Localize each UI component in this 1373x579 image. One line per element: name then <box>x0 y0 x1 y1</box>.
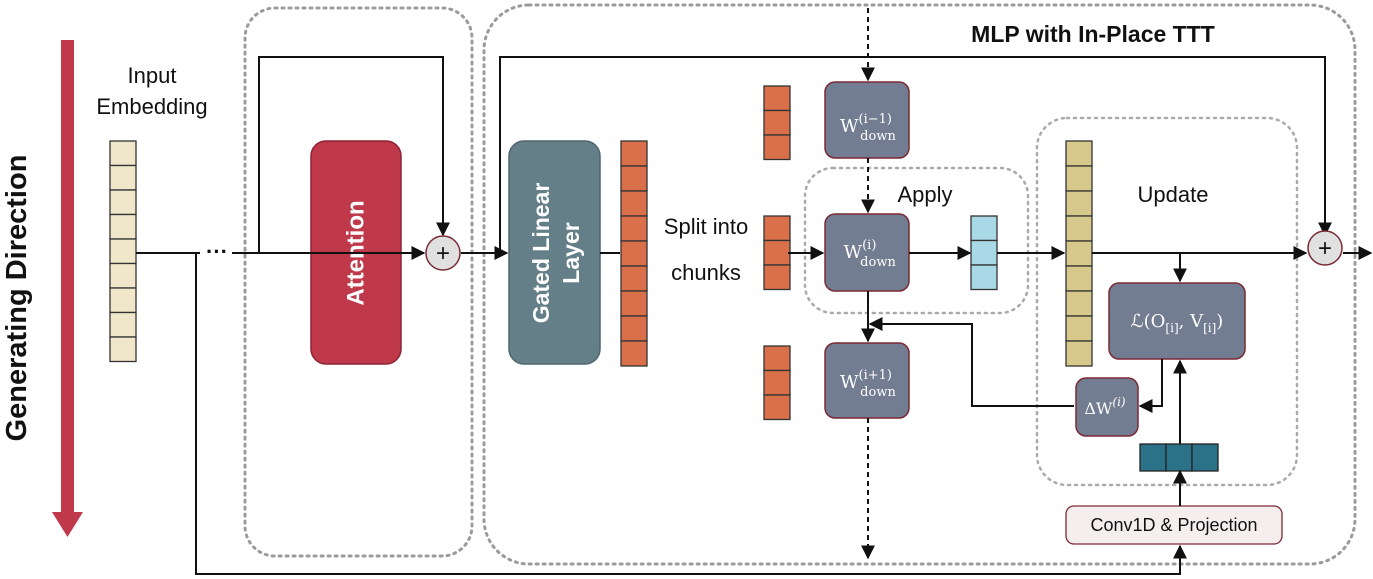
input-cell <box>109 238 137 265</box>
attention-block-container <box>243 6 474 558</box>
loss-to-delta-arrow <box>1138 359 1163 413</box>
input-cell <box>109 189 137 216</box>
input-embedding-label-line2: Embedding <box>96 94 207 119</box>
chunk-top-cell <box>763 134 791 161</box>
w-next-label: W(i+1)down <box>840 368 896 400</box>
w-current-label: W(i)down <box>844 238 897 270</box>
delta-w-label: ΔW(i) <box>1084 395 1126 418</box>
apply-output-column <box>970 215 998 291</box>
gated-out-cell <box>620 340 648 367</box>
input-cell <box>109 213 137 240</box>
conv-projection-label: Conv1D & Projection <box>1090 515 1257 535</box>
update-column <box>1065 140 1093 367</box>
mlp-plus-symbol: + <box>1318 235 1332 262</box>
update-cell <box>1065 215 1093 242</box>
connections <box>136 8 1373 575</box>
chunk-top-column <box>763 85 791 161</box>
input-embedding-label-line1: Input <box>128 63 177 88</box>
update-cell <box>1065 165 1093 192</box>
update-label: Update <box>1138 182 1209 207</box>
ellipsis: ··· <box>206 239 228 264</box>
gated-out-cell <box>620 290 648 317</box>
mlp-residual-plus <box>1307 230 1343 266</box>
gated-out-cell <box>620 240 648 267</box>
conv-output-row <box>1139 443 1219 472</box>
gated-label-line1: Gated Linear <box>528 183 554 324</box>
mlp-title: MLP with In-Place TTT <box>971 21 1215 47</box>
gated-label-line2: Layer <box>558 222 584 283</box>
input-cell <box>109 287 137 314</box>
gated-out-cell <box>620 140 648 167</box>
gated-output-column <box>620 140 648 367</box>
input-cell <box>109 311 137 338</box>
input-cell <box>109 140 137 167</box>
mlp-residual-arrow <box>499 56 1332 253</box>
update-cell <box>1065 140 1093 167</box>
update-container <box>1035 116 1299 487</box>
apply-label: Apply <box>897 182 952 207</box>
chunk-mid-cell <box>763 264 791 291</box>
w-prev-label: W(i−1)down <box>840 112 896 144</box>
delta-to-w-next-arrow <box>868 317 1074 407</box>
gated-out-cell <box>620 190 648 217</box>
generating-direction-label: Generating Direction <box>1 155 33 442</box>
update-cell <box>1065 290 1093 317</box>
delta-w-block <box>1075 377 1139 437</box>
chunk-top-cell <box>763 85 791 112</box>
update-cell <box>1065 265 1093 292</box>
split-label-line1: Split into <box>664 214 748 239</box>
apply-container <box>803 166 1030 315</box>
chunk-mid-cell <box>763 239 791 266</box>
apply-out-cell <box>970 264 998 291</box>
apply-out-cell <box>970 239 998 266</box>
mlp-container <box>482 3 1357 566</box>
chunk-mid-cell <box>763 215 791 242</box>
input-cell <box>109 262 137 289</box>
conv-out-cell <box>1165 443 1193 472</box>
attention-plus-symbol: + <box>436 240 450 267</box>
chunk-top-cell <box>763 109 791 136</box>
loss-block <box>1108 282 1246 360</box>
gated-out-cell <box>620 165 648 192</box>
loss-label: ℒ(O[i], V[i]) <box>1131 311 1224 335</box>
update-cell <box>1065 240 1093 267</box>
chunk-bot-cell <box>763 394 791 421</box>
update-cell <box>1065 340 1093 367</box>
input-embedding-column <box>109 140 137 363</box>
conv-out-cell <box>1139 443 1167 472</box>
update-cell <box>1065 190 1093 217</box>
conv-out-cell <box>1191 443 1219 472</box>
update-cell <box>1065 315 1093 342</box>
gated-out-cell <box>620 315 648 342</box>
bottom-loop-to-conv-arrow <box>195 253 1187 575</box>
chunk-mid-column <box>763 215 791 291</box>
attention-residual-arrow <box>258 56 450 253</box>
gated-out-cell <box>620 215 648 242</box>
generating-direction-arrow <box>52 40 83 537</box>
conv-projection-block <box>1065 505 1283 545</box>
chunk-bot-cell <box>763 345 791 372</box>
apply-out-cell <box>970 215 998 242</box>
input-cell <box>109 164 137 191</box>
gated-linear-layer <box>508 140 601 365</box>
gated-out-cell <box>620 265 648 292</box>
chunk-bot-column <box>763 345 791 421</box>
input-cell <box>109 336 137 363</box>
chunk-bot-cell <box>763 369 791 396</box>
split-label-line2: chunks <box>671 260 741 285</box>
attention-residual-plus <box>425 235 461 271</box>
